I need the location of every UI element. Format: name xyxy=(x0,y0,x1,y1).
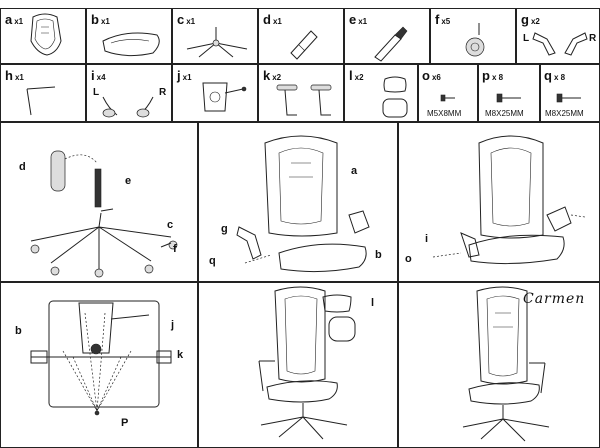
right-side-label: R xyxy=(589,33,597,44)
tilt-mechanism-part-icon xyxy=(202,82,247,112)
step-2-backrest-seat: a g q b xyxy=(198,122,398,282)
bolt-part-icon xyxy=(556,93,581,103)
seat-mechanism-illustration xyxy=(30,300,172,416)
step-4-seat-mechanism: b j k P xyxy=(0,282,198,448)
callout-a: a xyxy=(351,165,358,177)
left-side-label: L xyxy=(93,87,100,98)
bolt-spec: M8X25MM xyxy=(485,109,524,118)
callout-j: j xyxy=(171,319,175,331)
callout-p: P xyxy=(121,417,129,429)
callout-d: d xyxy=(19,161,26,173)
callout-b: b xyxy=(375,249,382,261)
right-side-label: R xyxy=(159,87,167,98)
screw-spec: M5X8MM xyxy=(427,109,462,118)
chair-with-pillows-illustration xyxy=(258,286,356,440)
caster-wheel-part-icon xyxy=(465,23,485,57)
callout-l: l xyxy=(371,297,375,309)
step-6-finished-chair: Carmen xyxy=(398,282,600,448)
brand-name: Carmen xyxy=(523,291,586,307)
callout-b: b xyxy=(15,325,22,337)
allen-key-part-icon xyxy=(26,86,56,116)
step-3-side-covers: i o xyxy=(398,122,600,282)
small-screw-part-icon xyxy=(440,94,455,102)
callout-g: g xyxy=(221,223,228,235)
side-cover-illustration xyxy=(432,135,586,265)
callout-f: f xyxy=(173,243,177,255)
callout-o: o xyxy=(405,253,412,265)
finished-chair-illustration xyxy=(462,286,550,442)
star-base-part-icon xyxy=(186,27,248,58)
callout-i: i xyxy=(425,233,429,245)
step-5-pillow-fitting: l xyxy=(198,282,398,448)
callout-e: e xyxy=(125,175,132,187)
seat-cushion-part-icon xyxy=(102,32,160,57)
callout-q: q xyxy=(209,255,216,267)
side-cover-part-icon xyxy=(102,96,154,118)
base-assembly-illustration xyxy=(30,150,178,278)
bolt-spec: M8X25MM xyxy=(545,109,584,118)
backrest-part-icon xyxy=(30,13,62,56)
callout-k: k xyxy=(177,349,184,361)
gas-cylinder-cover-part-icon xyxy=(290,30,318,60)
armrest-part-icon xyxy=(276,84,332,116)
callout-c: c xyxy=(167,219,174,231)
gas-lift-part-icon xyxy=(374,26,408,62)
bolt-part-icon xyxy=(496,93,521,103)
pillow-part-icon xyxy=(382,76,408,118)
step-1-base-assembly: d e c f xyxy=(0,122,198,282)
left-side-label: L xyxy=(523,33,530,44)
backrest-seat-illustration xyxy=(236,135,370,273)
side-bracket-part-icon xyxy=(532,32,588,56)
